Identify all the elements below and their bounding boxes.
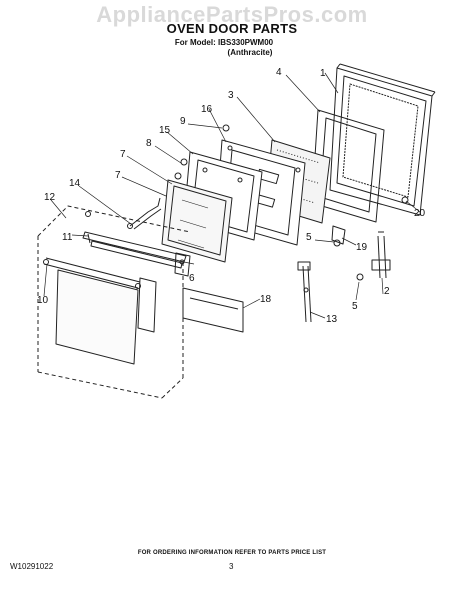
callout-7b: 7 bbox=[115, 170, 121, 181]
callout-1: 1 bbox=[320, 68, 326, 79]
callout-19: 19 bbox=[356, 242, 368, 253]
callout-3: 3 bbox=[228, 90, 234, 101]
leader-lines bbox=[43, 72, 421, 319]
callout-10: 10 bbox=[37, 295, 49, 306]
ordering-note: FOR ORDERING INFORMATION REFER TO PARTS … bbox=[137, 550, 327, 556]
callout-8: 8 bbox=[146, 138, 152, 149]
part-front-glass bbox=[55, 269, 157, 365]
callout-18: 18 bbox=[260, 294, 272, 305]
document-number: W10291022 bbox=[10, 562, 54, 571]
part-window-glass-front bbox=[161, 179, 233, 263]
page-title: OVEN DOOR PARTS bbox=[166, 21, 298, 36]
part-front-handle bbox=[43, 257, 141, 289]
callout-13: 13 bbox=[326, 314, 338, 325]
callout-14: 14 bbox=[69, 178, 81, 189]
part-hinge-arm bbox=[127, 197, 162, 230]
callout-4: 4 bbox=[276, 67, 282, 78]
callout-5b: 5 bbox=[352, 301, 358, 312]
color-line: (Anthracite) bbox=[227, 48, 273, 57]
model-line: For Model: IBS330PWM00 bbox=[174, 38, 274, 47]
callout-20: 20 bbox=[414, 208, 426, 219]
site-watermark: AppliancePartsPros.com bbox=[96, 2, 368, 27]
callout-5a: 5 bbox=[306, 232, 312, 243]
part-door-frame bbox=[329, 63, 436, 216]
callout-16: 16 bbox=[201, 104, 213, 115]
callout-15: 15 bbox=[159, 125, 171, 136]
callout-12: 12 bbox=[44, 192, 56, 203]
part-outer-door-dashed bbox=[37, 205, 191, 399]
callout-2: 2 bbox=[384, 286, 390, 297]
screw-icons bbox=[85, 124, 409, 281]
part-hinge bbox=[297, 261, 312, 323]
callout-7a: 7 bbox=[120, 149, 126, 160]
part-clip bbox=[331, 225, 346, 245]
page-number: 3 bbox=[229, 562, 234, 571]
part-hinge-receiver bbox=[371, 231, 391, 279]
callout-6: 6 bbox=[189, 273, 195, 284]
callout-11: 11 bbox=[62, 232, 73, 243]
callout-9: 9 bbox=[180, 116, 186, 127]
part-lower-trim bbox=[182, 287, 244, 333]
